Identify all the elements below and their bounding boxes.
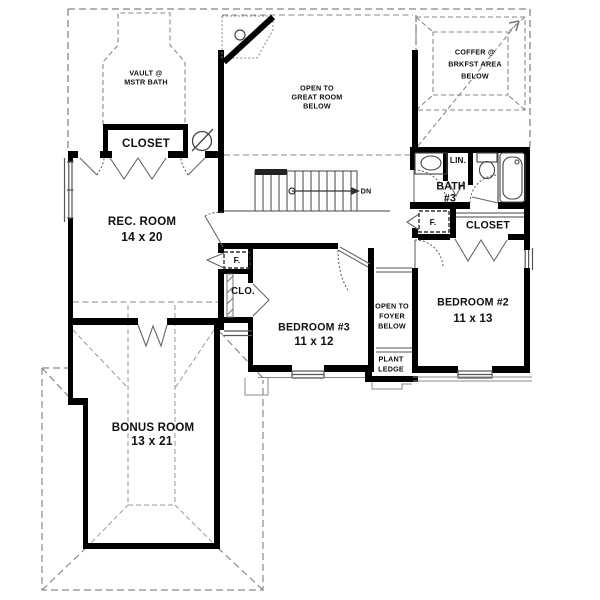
label-great-room-line3: BELOW: [303, 101, 331, 111]
bathtub: [499, 152, 526, 203]
label-bedroom3: BEDROOM #3: [278, 321, 350, 334]
clo-hatched-wall: [226, 273, 234, 318]
coffer-arrow-head: [508, 20, 520, 32]
bonus-ceiling-lines: [72, 305, 219, 549]
label-vault-line2: MSTR BATH: [124, 77, 168, 87]
stairs-arrow-head: [351, 187, 360, 195]
tub-drain: [514, 159, 520, 165]
label-bedroom3-dims: 11 x 12: [294, 334, 334, 348]
exterior-sills: [244, 376, 532, 396]
label-coffer-line3: BELOW: [461, 71, 489, 81]
walls: [68, 50, 530, 549]
label-great-room-line2: GREAT ROOM: [291, 92, 343, 102]
bonus-roof-outline: [41, 331, 264, 591]
label-coffer-line2: BRKFST AREA: [448, 59, 502, 69]
vanity-sink: [414, 152, 448, 175]
label-rec-room-dims: 14 x 20: [121, 229, 163, 244]
label-mstr-closet: CLOSET: [122, 136, 170, 150]
label-great-room-line1: OPEN TO: [300, 83, 334, 93]
bathtub-inner: [502, 156, 523, 200]
ceiling-fixture-symbol: [191, 128, 214, 152]
label-f-closet-bath: F.: [429, 216, 437, 227]
ledge-rails: [376, 267, 412, 353]
label-bedroom2-dims: 11 x 13: [453, 311, 493, 325]
label-plant-ledge-line2: LEDGE: [378, 364, 404, 374]
label-closet-bedroom2: CLOSET: [466, 219, 510, 232]
overhead-dashed-lines: [73, 14, 413, 303]
label-linen: LIN.: [449, 154, 467, 165]
label-rec-room: REC. ROOM: [107, 214, 177, 228]
label-bonus-room: BONUS ROOM: [111, 420, 195, 434]
bath-fixtures: [414, 152, 526, 218]
label-bonus-room-dims: 13 x 21: [131, 433, 173, 448]
fireplace-flue: [234, 29, 246, 41]
sink-bowl: [420, 155, 442, 171]
stairs-landing-edge: [255, 169, 287, 175]
toilet-bowl: [478, 160, 496, 180]
label-coffer-line1: COFFER @: [454, 47, 496, 57]
label-foyer-line2: FOYER: [379, 311, 405, 321]
label-bath3-line1: BATH: [436, 180, 466, 193]
label-f-closet-hall: F.: [233, 254, 241, 265]
vault-ceiling-outline: [102, 12, 186, 125]
windows: [63, 158, 534, 379]
toilet-tank: [476, 152, 498, 163]
stairs-down-arrow: [288, 187, 351, 195]
coffer-ceiling-outline: [415, 16, 526, 147]
label-foyer-line1: OPEN TO: [375, 301, 409, 311]
label-foyer-line3: BELOW: [378, 321, 406, 331]
label-clo: CLO.: [231, 286, 255, 297]
label-stairs-dn: DN: [360, 186, 372, 196]
f-closet-boxes: [223, 210, 450, 269]
label-bath3-line2: #3: [443, 192, 457, 205]
fireplace: [221, 14, 276, 65]
label-plant-ledge-line1: PLANT: [378, 354, 404, 364]
doors: [79, 157, 508, 348]
label-vault-line1: VAULT @: [129, 68, 163, 78]
label-bedroom2: BEDROOM #2: [437, 296, 509, 309]
